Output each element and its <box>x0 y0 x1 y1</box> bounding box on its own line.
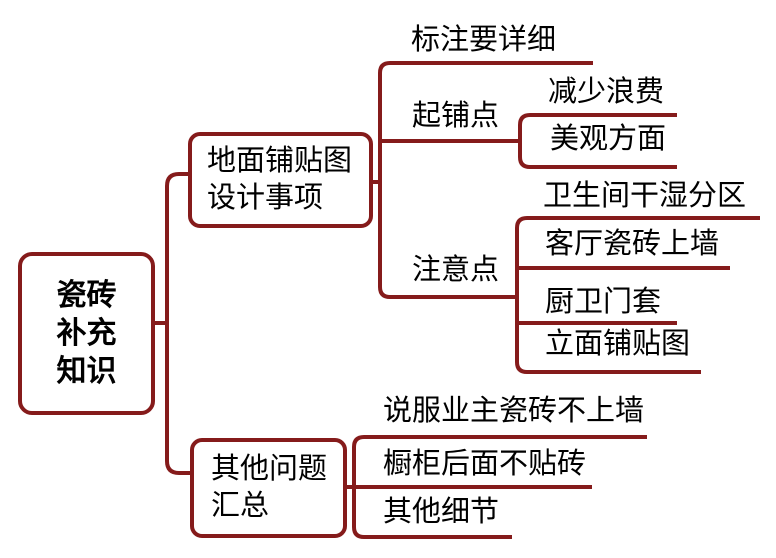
leaf-node-kitchen-bath-door-frames[interactable]: 厨卫门套 <box>545 286 662 318</box>
root-node-line: 知识 <box>56 354 117 388</box>
leaf-node-reduce-waste[interactable]: 减少浪费 <box>548 76 665 108</box>
leaf-node-other-details[interactable]: 其他细节 <box>383 496 500 528</box>
leaf-node-bathroom-dry-wet-zones[interactable]: 卫生间干湿分区 <box>543 180 747 212</box>
leaf-node-attention-points[interactable]: 注意点 <box>412 254 500 286</box>
start-point-children-bracket-line <box>518 113 677 169</box>
branch-node-line: 地面铺贴图 <box>207 145 353 177</box>
branch-node-line: 其他问题 <box>211 453 328 485</box>
branch-node-other-issues[interactable]: 其他问题 汇总 <box>190 438 347 538</box>
branch1-children-bracket-line <box>378 61 593 299</box>
leaf-node-start-point[interactable]: 起铺点 <box>412 100 500 132</box>
leaf-node-annotation-detail[interactable]: 标注要详细 <box>411 24 557 56</box>
branch-node-floor-tiling-design[interactable]: 地面铺贴图 设计事项 <box>188 132 373 228</box>
branch-node-line: 汇总 <box>211 490 270 522</box>
root-node-tile-knowledge[interactable]: 瓷砖 补充 知识 <box>18 252 155 415</box>
leaf-node-no-tiles-behind-cabinets[interactable]: 橱柜后面不贴砖 <box>383 448 587 480</box>
root-node-line: 瓷砖 <box>56 278 117 312</box>
root-node-line: 补充 <box>56 316 117 350</box>
leaf-node-persuade-owner-no-wall-tiles[interactable]: 说服业主瓷砖不上墙 <box>383 395 645 427</box>
leaf-node-elevation-tiling-plan[interactable]: 立面铺贴图 <box>545 328 691 360</box>
leaf-node-aesthetics[interactable]: 美观方面 <box>550 123 667 155</box>
branch-node-line: 设计事项 <box>207 182 324 214</box>
root-bracket-line <box>165 172 192 475</box>
attention-children-bracket-line <box>515 216 760 374</box>
leaf-node-living-room-wall-tiles[interactable]: 客厅瓷砖上墙 <box>545 228 720 260</box>
